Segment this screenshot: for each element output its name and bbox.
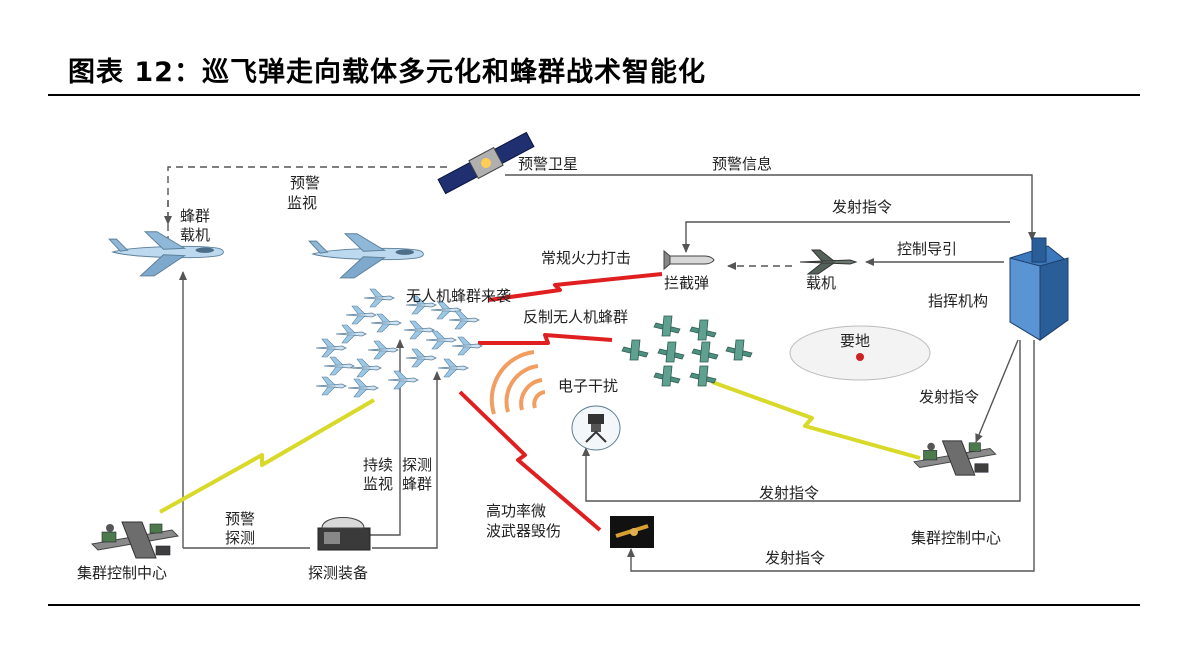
label-hpm-1: 高功率微: [486, 502, 546, 520]
label-warning-monitor-2: 监视: [287, 194, 317, 212]
label-continuous-2: 监视: [363, 475, 393, 493]
bottom-rule: [48, 604, 1140, 606]
label-counter-swarm: 反制无人机蜂群: [523, 308, 628, 326]
label-interceptor: 拦截弹: [664, 274, 709, 292]
cluster-control-center-left-icon: [91, 521, 179, 559]
label-detect-1: 探测: [402, 456, 432, 474]
label-cluster-ctrl-right: 集群控制中心: [911, 529, 1001, 547]
label-launch-cmd-bottom: 发射指令: [765, 549, 825, 567]
ew-wave-icon: [489, 350, 546, 415]
label-warning-monitor-1: 预警: [290, 174, 320, 192]
interceptor-missile-icon: [663, 249, 715, 271]
label-cluster-ctrl-left: 集群控制中心: [77, 564, 167, 582]
label-command-org: 指挥机构: [928, 292, 988, 310]
label-warning-info: 预警信息: [712, 155, 772, 173]
label-launch-cmd-right: 发射指令: [919, 388, 979, 406]
counter-drone-swarm-icon: [621, 315, 753, 387]
uav-swarm-icon: [315, 288, 483, 398]
label-detect-2: 蜂群: [402, 475, 432, 493]
carrier-jet-icon: [799, 249, 858, 275]
page-title: 图表 12：巡飞弹走向载体多元化和蜂群战术智能化: [68, 57, 706, 88]
label-carrier-aircraft: 载机: [806, 274, 836, 292]
launch-cmd-mid-line: [582, 340, 1021, 502]
label-warning-detect-1: 预警: [225, 510, 255, 528]
cluster-control-center-right-icon: [913, 440, 997, 476]
lightning-detect: [159, 398, 376, 514]
launch-cmd-bottom-line: [627, 340, 1035, 572]
lightning-hpm: [458, 390, 602, 532]
label-launch-cmd-top: 发射指令: [832, 198, 892, 216]
lightning-cluster: [711, 380, 921, 460]
detect-equipment-icon: [317, 517, 371, 551]
warning-info-line: [505, 174, 1036, 241]
launch-cmd-top-line: [682, 221, 1010, 253]
lightning-counter-swarm: [478, 333, 613, 345]
label-conventional-fire: 常规火力打击: [541, 249, 631, 267]
label-key-site: 要地: [840, 332, 870, 350]
command-building-icon: [1009, 237, 1069, 341]
label-hpm-2: 波武器毁伤: [486, 522, 561, 540]
lightning-fire-strike: [488, 272, 663, 302]
label-warning-detect-2: 探测: [225, 529, 255, 547]
label-control-guide: 控制导引: [897, 240, 957, 258]
label-continuous-1: 持续: [363, 456, 393, 474]
jammer-device-icon: [571, 405, 621, 451]
label-swarm-carrier-2: 载机: [180, 226, 210, 244]
hpm-weapon-icon: [610, 516, 654, 548]
label-detect-equipment: 探测装备: [308, 564, 368, 582]
label-ew: 电子干扰: [558, 377, 618, 395]
satellite-icon: [437, 131, 535, 195]
key-site-dot: [856, 353, 864, 361]
swarm-carrier-plane-2-icon: [308, 233, 424, 279]
label-satellite: 预警卫星: [518, 155, 578, 173]
label-uav-swarm-attack: 无人机蜂群来袭: [406, 287, 511, 305]
label-swarm-carrier-1: 蜂群: [180, 207, 210, 225]
satellite-warning-line: [167, 166, 448, 255]
top-rule: [48, 94, 1140, 96]
label-launch-cmd-mid: 发射指令: [759, 484, 819, 502]
